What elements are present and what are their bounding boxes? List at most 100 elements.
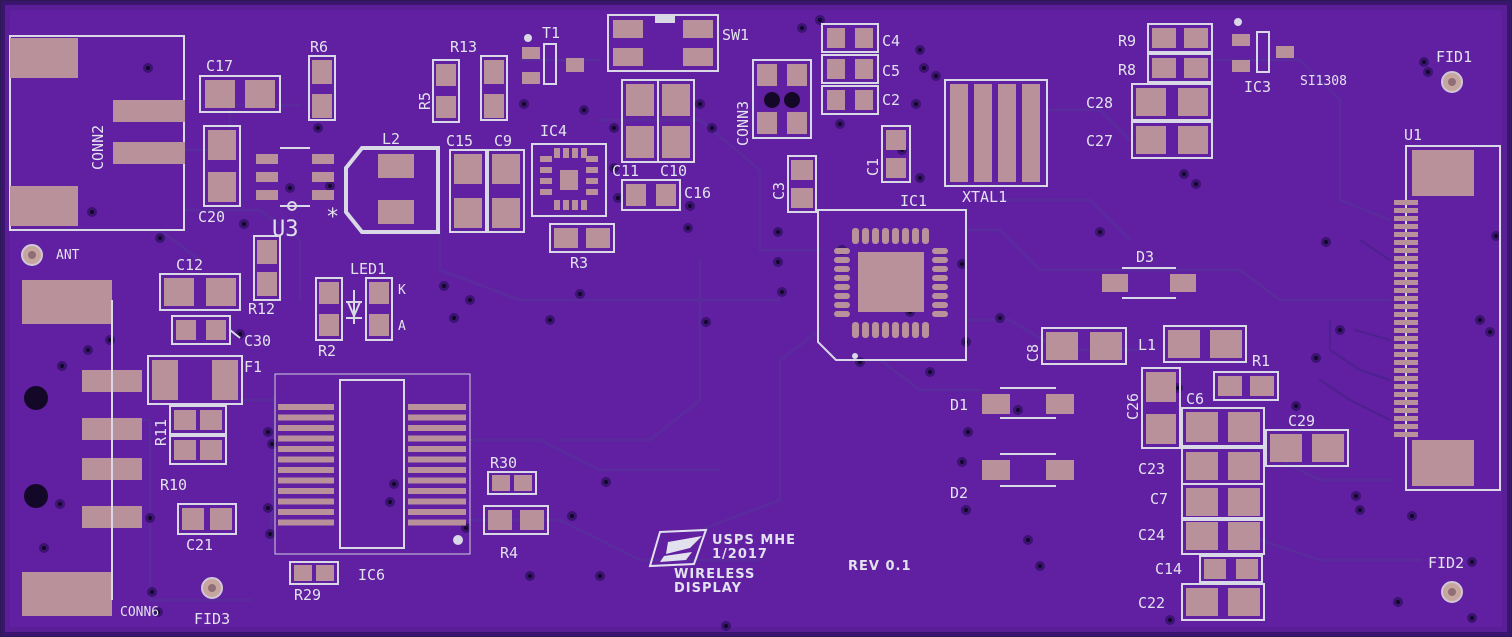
ic6-pin: [408, 509, 466, 515]
usps-eagle-logo-icon: [648, 528, 708, 568]
led1-indicator: LED1 K A R2: [315, 260, 406, 360]
u1-pin: [1394, 392, 1418, 397]
ic6-pin: [408, 404, 466, 410]
r4-label: R4: [500, 544, 518, 562]
ic1-pin: [932, 266, 948, 272]
ic1-pin: [852, 322, 859, 338]
via-hole: [612, 126, 616, 130]
c14-label: C14: [1155, 560, 1182, 578]
ic6-pin: [408, 467, 466, 473]
ic1-pin: [862, 228, 869, 244]
logo-line-3: WIRELESS: [674, 567, 755, 582]
r29-label: R29: [294, 586, 321, 604]
via-hole: [1182, 172, 1186, 176]
via-hole: [1358, 508, 1362, 512]
u1-pin: [1394, 424, 1418, 429]
fid1-label: FID1: [1436, 48, 1472, 66]
u1-pin: [1394, 408, 1418, 413]
c27-capacitor: C27: [1086, 121, 1213, 159]
sw1-label: SW1: [722, 26, 749, 44]
via-hole: [60, 364, 64, 368]
logo-line-2: 1/2017: [712, 547, 768, 562]
c15-capacitor: C15: [446, 132, 487, 233]
via-hole: [1470, 560, 1474, 564]
ant-label: ANT: [56, 248, 80, 263]
via-hole: [288, 186, 292, 190]
via-hole: [146, 66, 150, 70]
via-hole: [1294, 404, 1298, 408]
l1-label: L1: [1138, 336, 1156, 354]
c9-capacitor: C9: [487, 132, 525, 233]
u1-pin: [1394, 336, 1418, 341]
c9-label: C9: [494, 132, 512, 150]
r9-label: R9: [1118, 32, 1136, 50]
conn3-label: CONN3: [734, 101, 752, 146]
u1-pin: [1394, 400, 1418, 405]
via-hole: [960, 262, 964, 266]
c21-capacitor: C21: [177, 503, 237, 554]
ic6-pin: [278, 509, 334, 515]
c6-capacitor: C6: [1181, 390, 1265, 447]
via-hole: [452, 316, 456, 320]
ic1-pin: [932, 302, 948, 308]
c4-capacitor: C4: [821, 23, 900, 53]
via-hole: [1354, 494, 1358, 498]
r12-resistor: R12: [248, 235, 281, 318]
r12-label: R12: [248, 300, 275, 318]
l2-inductor: L2: [344, 130, 440, 234]
via-hole: [58, 502, 62, 506]
u1-pin: [1394, 280, 1418, 285]
ic6-pin: [408, 435, 466, 442]
ic1-pin: [834, 293, 850, 299]
via-hole: [1314, 356, 1318, 360]
c30-label: C30: [244, 332, 271, 350]
u1-pin: [1394, 312, 1418, 317]
via-hole: [266, 506, 270, 510]
fid1-fiducial: FID1: [1436, 48, 1472, 93]
ic1-pin: [922, 322, 929, 338]
t1-label: T1: [542, 24, 560, 42]
c4-label: C4: [882, 32, 900, 50]
u1-pin: [1394, 200, 1418, 205]
u1-pin: [1394, 288, 1418, 293]
ic1-microcontroller: IC1: [817, 192, 967, 361]
ic1-pin: [834, 302, 850, 308]
u1-label: U1: [1404, 126, 1422, 144]
via-hole: [688, 204, 692, 208]
c1-label: C1: [864, 158, 882, 176]
c24-capacitor: C24: [1138, 517, 1265, 555]
ic4-chip: IC4: [531, 122, 607, 217]
c24-label: C24: [1138, 526, 1165, 544]
via-hole: [570, 514, 574, 518]
d1-diode: D1: [950, 387, 1074, 419]
r11-label: R11: [152, 419, 170, 446]
ic4-pin: [554, 200, 560, 210]
ic4-pin: [586, 156, 598, 162]
ic6-pin: [278, 477, 334, 484]
c11-capacitor: C11: [612, 79, 659, 180]
conn2-label: CONN2: [89, 125, 107, 170]
via-hole: [328, 184, 332, 188]
ic4-pin: [572, 200, 578, 210]
ic6-pin: [278, 425, 334, 431]
via-hole: [442, 284, 446, 288]
r30-resistor: R30: [487, 454, 537, 495]
logo-line-1: USPS MHE: [712, 533, 796, 548]
ic4-pin: [586, 189, 598, 195]
ic6-pin: [278, 498, 334, 505]
ic4-pin: [581, 148, 587, 158]
xtal1-label: XTAL1: [962, 188, 1007, 206]
r6-label: R6: [310, 38, 328, 56]
u1-pin: [1394, 240, 1418, 245]
si1308-label: SI1308: [1300, 74, 1347, 89]
u1-pin: [1394, 376, 1418, 381]
ic1-pin: [862, 322, 869, 338]
ic1-pin: [834, 284, 850, 290]
via-hole: [1168, 618, 1172, 622]
via-hole: [918, 176, 922, 180]
c7-capacitor: C7: [1150, 483, 1265, 521]
via-hole: [158, 236, 162, 240]
via-hole: [1494, 234, 1498, 238]
via-hole: [1194, 182, 1198, 186]
